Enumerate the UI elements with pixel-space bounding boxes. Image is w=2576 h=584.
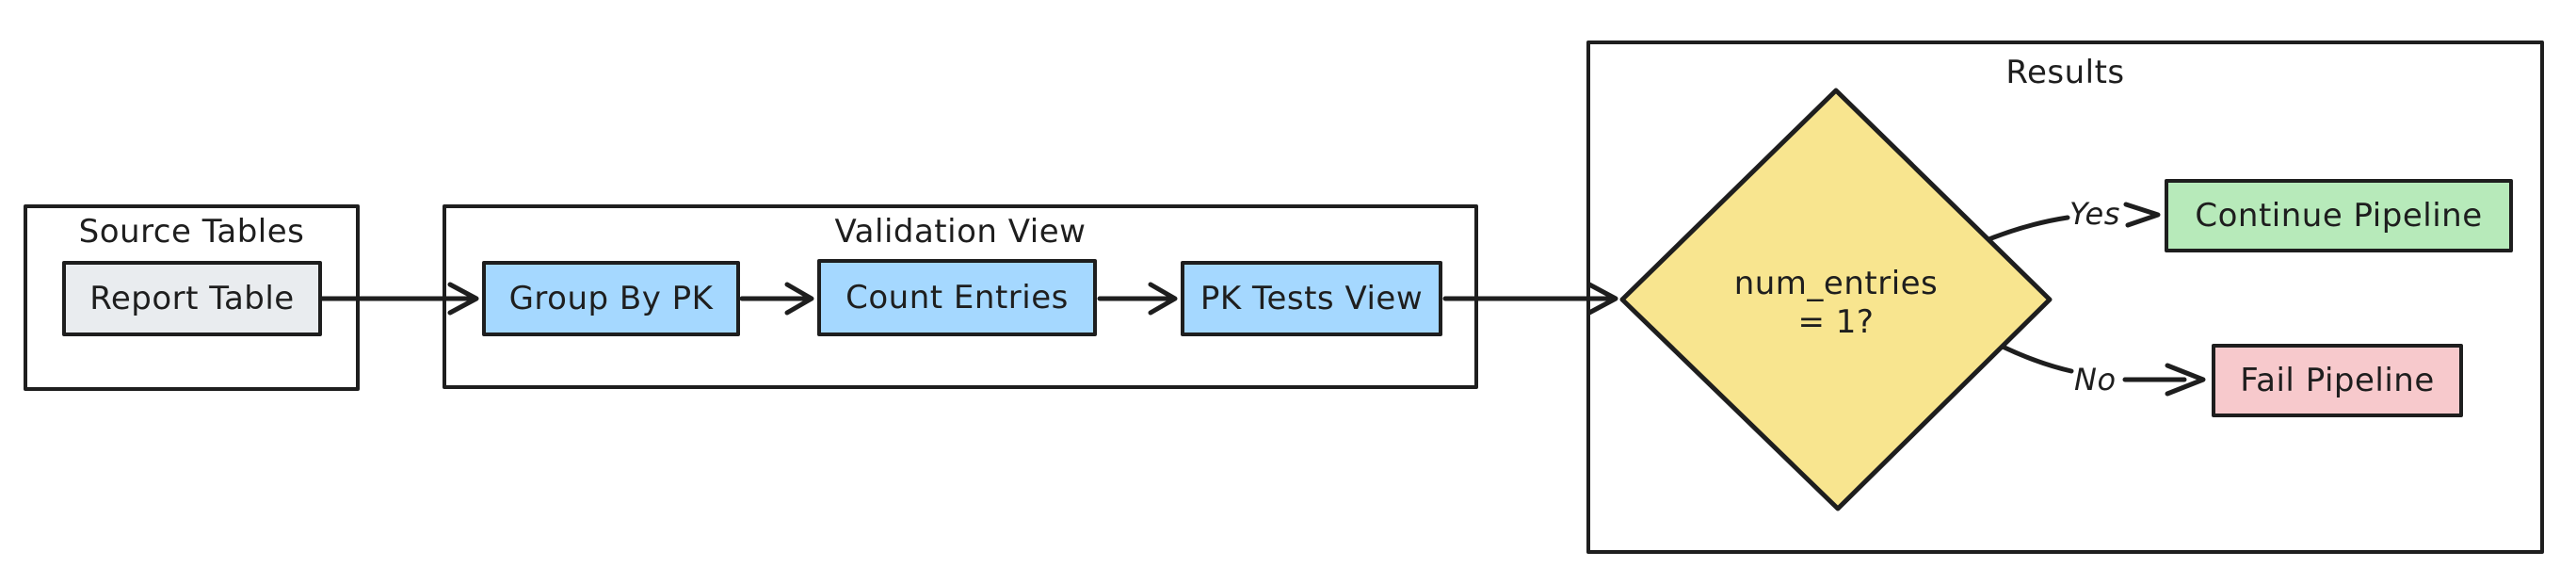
node-group-by-pk: Group By PK [482,261,740,336]
node-count-entries-label: Count Entries [845,279,1069,316]
arrow-pktests-to-decision [1442,282,1618,316]
decision-label: num_entries = 1? [1714,265,1958,342]
group-validation-view [443,204,1478,389]
node-continue-pipeline: Continue Pipeline [2165,179,2513,252]
node-fail-pipeline: Fail Pipeline [2212,344,2463,417]
node-report-table: Report Table [62,261,322,336]
group-results [1586,41,2544,554]
node-pk-tests-view: PK Tests View [1181,261,1442,336]
decision-diamond [1619,88,2053,511]
node-pk-tests-view-label: PK Tests View [1199,280,1424,317]
decision-label-line1: num_entries [1733,265,1939,302]
group-results-title: Results [2005,54,2125,91]
group-source-tables-title: Source Tables [78,213,305,251]
edge-label-yes: Yes [2069,196,2120,232]
node-continue-pipeline-label: Continue Pipeline [2195,197,2483,235]
edge-label-no: No [2074,362,2117,397]
node-report-table-label: Report Table [89,280,295,317]
arrow-count-to-pktests [1097,282,1178,316]
group-source-tables [24,204,360,391]
decision-label-line2: = 1? [1797,303,1875,341]
arrow-groupby-to-count [739,282,814,316]
node-fail-pipeline-label: Fail Pipeline [2240,362,2435,399]
node-group-by-pk-label: Group By PK [508,280,714,317]
node-count-entries: Count Entries [817,259,1097,336]
group-validation-view-title: Validation View [834,213,1087,251]
arrow-no-branch [2000,344,2206,397]
